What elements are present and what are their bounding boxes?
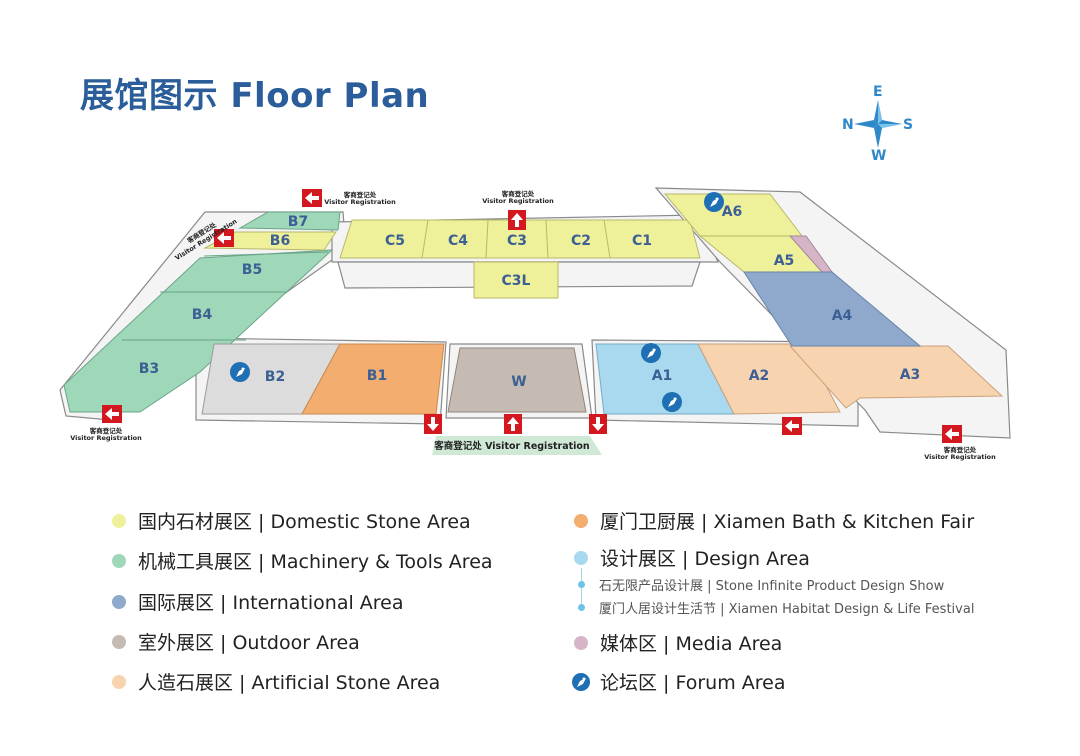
b1-b2-block bbox=[201, 343, 445, 415]
hall-b6-label: B6 bbox=[270, 233, 290, 249]
legend-design-sub2: 厦门人居设计生活节 | Xiamen Habitat Design & Life… bbox=[574, 598, 974, 617]
registration-arrow-icon bbox=[424, 414, 442, 434]
legend-dot-machinery bbox=[112, 553, 126, 568]
hall-labels: B7 B6 B5 B4 B3 B2 B1 C5 C4 C3 C2 C1 C3L … bbox=[139, 204, 921, 390]
hall-c5-label: C5 bbox=[385, 233, 405, 249]
legend-artificial-stone: 人造石展区 | Artificial Stone Area bbox=[112, 668, 440, 695]
registration-zh-label: 客商登记处 bbox=[501, 189, 535, 198]
legend-label: 室外展区 | Outdoor Area bbox=[138, 632, 360, 654]
hall-c3-label: C3 bbox=[507, 233, 527, 249]
registration-zh-label: 客商登记处 bbox=[89, 426, 123, 435]
registration-zh-label: 客商登记处 bbox=[343, 190, 377, 199]
registration-band bbox=[432, 436, 602, 455]
hall-b1-label: B1 bbox=[367, 368, 387, 384]
legend-media: 媒体区 | Media Area bbox=[574, 629, 782, 656]
forum-pin-icon bbox=[662, 392, 682, 412]
registration-en-label: Visitor Registration bbox=[70, 434, 142, 442]
legend-forum: 论坛区 | Forum Area bbox=[572, 668, 785, 695]
forum-pin-icon bbox=[230, 362, 250, 382]
registration-arrow-icon bbox=[589, 414, 607, 434]
compass-east: E bbox=[873, 84, 883, 100]
legend-label: 国内石材展区 | Domestic Stone Area bbox=[138, 511, 471, 533]
w-outdoor bbox=[447, 347, 587, 413]
legend-label: 设计展区 | Design Area bbox=[600, 548, 810, 570]
registration-arrow-icon bbox=[782, 417, 802, 435]
a4-a6-block bbox=[663, 193, 922, 347]
hall-a3-label: A3 bbox=[900, 367, 921, 383]
hall-b4-label: B4 bbox=[192, 307, 213, 323]
legend-international: 国际展区 | International Area bbox=[112, 588, 404, 615]
hall-b7-label: B7 bbox=[288, 214, 308, 230]
page-title: 展馆图示 Floor Plan bbox=[80, 76, 430, 116]
legend-sub-label: 厦门人居设计生活节 | Xiamen Habitat Design & Life… bbox=[599, 602, 975, 617]
legend-sub-dot bbox=[578, 604, 585, 611]
legend-machinery-tools: 机械工具展区 | Machinery & Tools Area bbox=[112, 547, 493, 574]
registration-arrow-icon bbox=[504, 414, 522, 434]
hall-a4-label: A4 bbox=[832, 308, 853, 324]
legend-design-sub1: 石无限产品设计展 | Stone Infinite Product Design… bbox=[574, 575, 944, 594]
legend-label: 机械工具展区 | Machinery & Tools Area bbox=[138, 551, 493, 573]
hall-c4-label: C4 bbox=[448, 233, 468, 249]
legend-dot-media bbox=[574, 635, 588, 650]
registration-en-label: Visitor Registration bbox=[924, 453, 996, 461]
registration-en-label: Visitor Registration bbox=[324, 198, 396, 206]
legend-dot-artificial bbox=[112, 674, 126, 689]
hall-a1-label: A1 bbox=[652, 368, 673, 384]
registration-arrow-icon bbox=[302, 189, 322, 207]
compass-south: S bbox=[903, 117, 914, 133]
legend-outdoor: 室外展区 | Outdoor Area bbox=[112, 628, 360, 655]
hall-b5-label: B5 bbox=[242, 262, 262, 278]
compass-west: W bbox=[871, 148, 887, 164]
hall-b2-label: B2 bbox=[265, 369, 285, 385]
legend-dot-domestic-stone bbox=[112, 513, 126, 528]
forum-icon bbox=[572, 672, 590, 691]
compass: E N S W bbox=[836, 84, 920, 164]
registration-arrow-icon bbox=[942, 425, 962, 443]
compass-rose-icon bbox=[854, 100, 902, 148]
legend-label: 论坛区 | Forum Area bbox=[600, 672, 786, 694]
forum-pin-icon bbox=[641, 343, 661, 363]
legend-dot-bath-kitchen bbox=[574, 513, 588, 528]
legend-label: 厦门卫厨展 | Xiamen Bath & Kitchen Fair bbox=[600, 511, 975, 533]
legend-dot-international bbox=[112, 594, 126, 609]
compass-north: N bbox=[842, 117, 854, 133]
legend-domestic-stone: 国内石材展区 | Domestic Stone Area bbox=[112, 507, 471, 534]
legend-sub-label: 石无限产品设计展 | Stone Infinite Product Design… bbox=[599, 579, 945, 594]
hall-a6-label: A6 bbox=[722, 204, 743, 220]
legend-label: 国际展区 | International Area bbox=[138, 592, 404, 614]
registration-arrow-icon bbox=[508, 210, 526, 230]
hall-w-label: W bbox=[511, 374, 526, 390]
hall-a5-label: A5 bbox=[774, 253, 795, 269]
legend-dot-outdoor bbox=[112, 634, 126, 649]
hall-c2-label: C2 bbox=[571, 233, 591, 249]
registration-zh-label: 客商登记处 bbox=[943, 445, 977, 454]
forum-pin-icon bbox=[704, 192, 724, 212]
hall-c3l-label: C3L bbox=[502, 273, 531, 289]
legend-label: 人造石展区 | Artificial Stone Area bbox=[138, 672, 441, 694]
registration-arrow-icon bbox=[102, 405, 122, 423]
registration-en-label: Visitor Registration bbox=[482, 197, 554, 205]
legend-label: 媒体区 | Media Area bbox=[600, 633, 783, 655]
legend-xiamen-bath-kitchen: 厦门卫厨展 | Xiamen Bath & Kitchen Fair bbox=[574, 507, 974, 534]
hall-b3-label: B3 bbox=[139, 361, 159, 377]
legend-design: 设计展区 | Design Area bbox=[574, 544, 810, 571]
a1-a3-block bbox=[595, 343, 1004, 415]
floor-plan-map: B7 B6 B5 B4 B3 B2 B1 C5 C4 C3 C2 C1 C3L … bbox=[59, 187, 1011, 461]
hall-a2-label: A2 bbox=[749, 368, 770, 384]
c-row bbox=[339, 219, 701, 299]
b-wing bbox=[63, 211, 341, 413]
registration-band-label: 客商登记处 Visitor Registration bbox=[433, 440, 590, 452]
legend-sub-dot bbox=[578, 581, 585, 588]
legend-dot-design bbox=[574, 550, 588, 565]
hall-c1-label: C1 bbox=[632, 233, 652, 249]
